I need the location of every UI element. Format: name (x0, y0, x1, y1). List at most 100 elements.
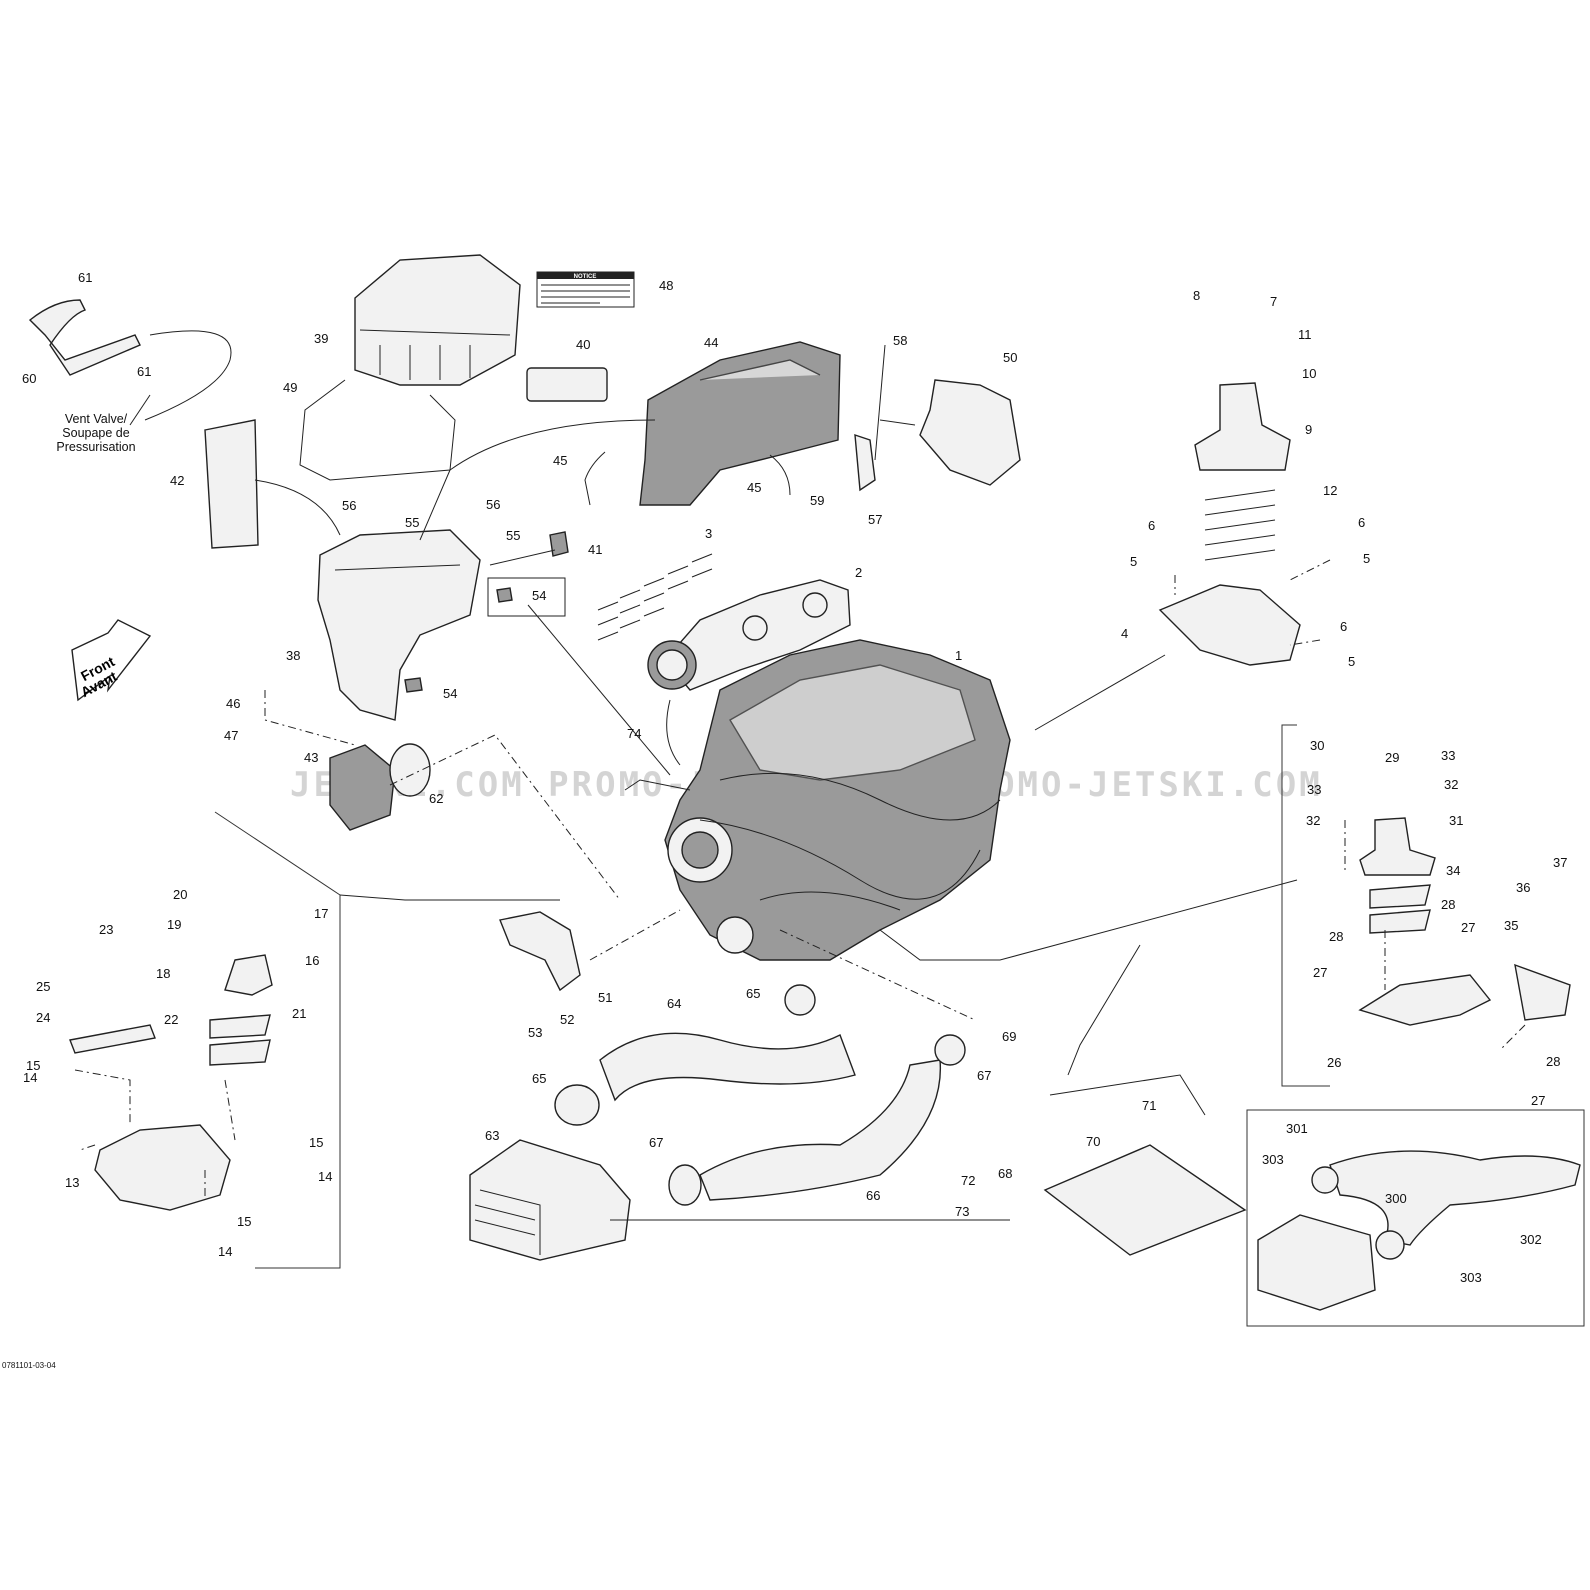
right-mount-frame (1281, 724, 1330, 1087)
callout-74: 74 (627, 726, 641, 741)
callout-62: 62 (429, 791, 443, 806)
callout-33: 33 (1307, 782, 1321, 797)
clip-41[interactable] (549, 531, 569, 557)
clamp-67b[interactable] (668, 1164, 702, 1206)
callout-43: 43 (304, 750, 318, 765)
callout-33: 33 (1441, 748, 1455, 763)
airbox-base[interactable] (317, 529, 481, 721)
callout-51: 51 (598, 990, 612, 1005)
callout-27: 27 (1461, 920, 1475, 935)
callout-72: 72 (961, 1173, 975, 1188)
callout-300: 300 (1385, 1191, 1407, 1206)
callout-18: 18 (156, 966, 170, 981)
mounting-straps[interactable] (1049, 944, 1206, 1116)
callout-302: 302 (1520, 1232, 1542, 1247)
callout-63: 63 (485, 1128, 499, 1143)
manifold-bolts (597, 553, 713, 641)
callout-59: 59 (810, 493, 824, 508)
callout-64: 64 (667, 996, 681, 1011)
intake-tube[interactable] (204, 419, 259, 549)
callout-301: 301 (1286, 1121, 1308, 1136)
callout-36: 36 (1516, 880, 1530, 895)
callout-60: 60 (22, 371, 36, 386)
vent-valve-note-line3: Pressurisation (56, 440, 135, 454)
callout-6: 6 (1340, 619, 1347, 634)
callout-28: 28 (1329, 929, 1343, 944)
callout-50: 50 (1003, 350, 1017, 365)
callout-15: 15 (309, 1135, 323, 1150)
callout-68: 68 (998, 1166, 1012, 1181)
clamp-65b[interactable] (554, 1084, 600, 1126)
callout-17: 17 (314, 906, 328, 921)
callout-57: 57 (868, 512, 882, 527)
callout-55: 55 (405, 515, 419, 530)
leader-lines (74, 394, 1526, 1221)
callout-14: 14 (218, 1244, 232, 1259)
callout-65: 65 (746, 986, 760, 1001)
callout-14: 14 (318, 1169, 332, 1184)
cover-part-50[interactable] (919, 379, 1021, 486)
callout-8: 8 (1193, 288, 1200, 303)
callout-23: 23 (99, 922, 113, 937)
airbox-strap[interactable] (299, 379, 456, 481)
vent-hose[interactable] (28, 299, 141, 376)
callout-6: 6 (1358, 515, 1365, 530)
callout-71: 71 (1142, 1098, 1156, 1113)
callout-22: 22 (164, 1012, 178, 1027)
clip-54a[interactable] (496, 587, 513, 603)
callout-38: 38 (286, 648, 300, 663)
airbox-cover[interactable] (354, 254, 521, 386)
callout-3: 3 (705, 526, 712, 541)
callout-47: 47 (224, 728, 238, 743)
callout-15: 15 (237, 1214, 251, 1229)
engine-cover[interactable] (639, 341, 841, 506)
clamp-67a[interactable] (934, 1034, 966, 1066)
callout-49: 49 (283, 380, 297, 395)
callout-7: 7 (1270, 294, 1277, 309)
callout-40: 40 (576, 337, 590, 352)
callout-5: 5 (1363, 551, 1370, 566)
callout-303: 303 (1262, 1152, 1284, 1167)
callout-labels: 61 60 61 39 48 49 40 44 58 50 42 45 45 5… (22, 270, 1567, 1285)
callout-27: 27 (1531, 1093, 1545, 1108)
callout-70: 70 (1086, 1134, 1100, 1149)
clamp-62[interactable] (389, 743, 431, 797)
callout-48: 48 (659, 278, 673, 293)
bracket-51[interactable] (499, 911, 581, 992)
intercooler[interactable] (469, 1139, 631, 1261)
clip-54-box (487, 577, 566, 617)
intake-adaptor[interactable] (329, 744, 396, 831)
bracket-57[interactable] (854, 433, 876, 492)
callout-14: 14 (23, 1070, 37, 1085)
engine-mount-right[interactable] (1358, 817, 1571, 1026)
vent-valve-note-line1: Vent Valve/ (65, 412, 128, 426)
callout-27: 27 (1313, 965, 1327, 980)
callout-303: 303 (1460, 1270, 1482, 1285)
optional-intercooler[interactable] (1257, 1150, 1581, 1311)
callout-28: 28 (1441, 897, 1455, 912)
callout-2: 2 (855, 565, 862, 580)
callout-20: 20 (173, 887, 187, 902)
heat-shield-70[interactable] (1043, 1144, 1247, 1256)
engine-assembly[interactable] (664, 639, 1011, 961)
intercooler-hose-64[interactable] (599, 1032, 856, 1102)
sensor-wire-45a[interactable] (584, 451, 606, 506)
sensor-wire-45b[interactable] (769, 454, 791, 496)
engine-mount-front[interactable] (1158, 382, 1301, 666)
callout-56: 56 (342, 498, 356, 513)
callout-67: 67 (977, 1068, 991, 1083)
callout-46: 46 (226, 696, 240, 711)
gasket-40[interactable] (526, 367, 608, 402)
engine-mount-left[interactable] (69, 954, 273, 1211)
clamp-65a[interactable] (784, 984, 816, 1016)
callout-67: 67 (649, 1135, 663, 1150)
callout-73: 73 (955, 1204, 969, 1219)
callout-34: 34 (1446, 863, 1460, 878)
callout-45: 45 (747, 480, 761, 495)
notice-label-title: NOTICE (574, 274, 597, 280)
callout-66: 66 (866, 1188, 880, 1203)
dipstick[interactable] (874, 344, 886, 461)
clip-54b[interactable] (404, 677, 423, 693)
callout-6: 6 (1148, 518, 1155, 533)
intake-manifold[interactable] (647, 579, 851, 691)
